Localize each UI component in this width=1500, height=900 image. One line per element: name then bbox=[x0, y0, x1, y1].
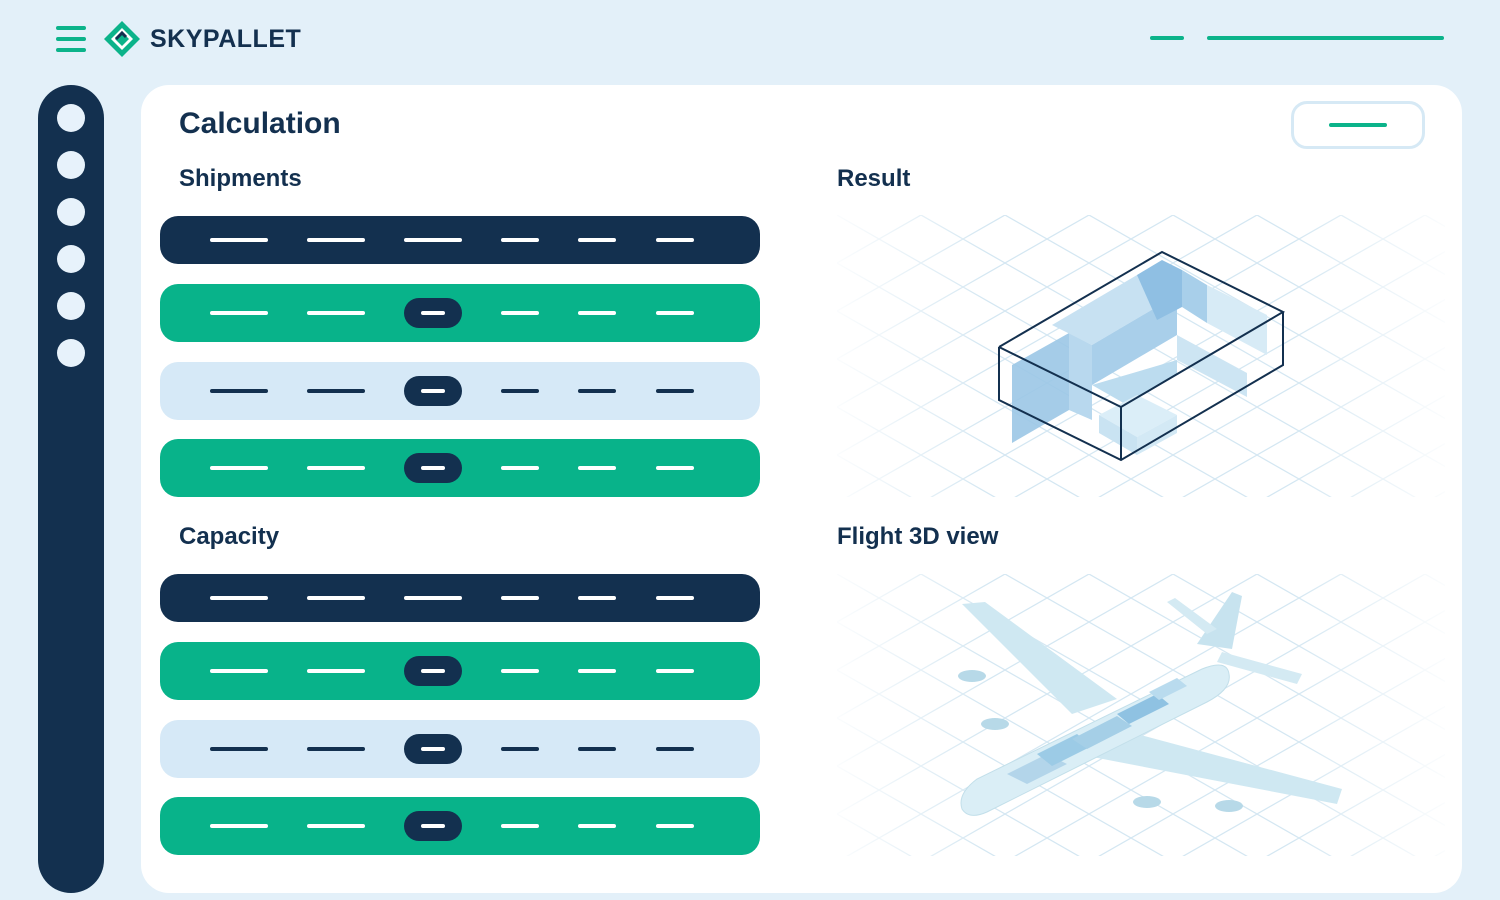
shipments-table-header bbox=[160, 216, 760, 264]
section-capacity-label: Capacity bbox=[179, 523, 280, 550]
page-title: Calculation bbox=[179, 107, 341, 140]
sidebar-item-1[interactable] bbox=[57, 104, 85, 132]
section-result-label: Result bbox=[837, 165, 911, 192]
row-status-pill[interactable] bbox=[404, 453, 462, 483]
top-nav-link-1[interactable] bbox=[1150, 36, 1184, 40]
menu-icon[interactable] bbox=[56, 26, 86, 52]
capacity-table-header bbox=[160, 574, 760, 622]
row-status-pill[interactable] bbox=[404, 734, 462, 764]
action-button[interactable] bbox=[1291, 101, 1425, 149]
main-card: Calculation Shipments Result Capacity Fl… bbox=[141, 85, 1462, 893]
section-shipments-label: Shipments bbox=[179, 165, 302, 192]
row-status-pill[interactable] bbox=[404, 656, 462, 686]
airplane-icon bbox=[958, 592, 1342, 816]
capacity-table-row[interactable] bbox=[160, 642, 760, 700]
sidebar-item-3[interactable] bbox=[57, 198, 85, 226]
result-3d-view[interactable] bbox=[837, 215, 1445, 497]
sidebar bbox=[38, 85, 104, 893]
top-nav-link-2[interactable] bbox=[1207, 36, 1444, 40]
section-flight-3d-view-label: Flight 3D view bbox=[837, 523, 999, 550]
shipments-table-row[interactable] bbox=[160, 284, 760, 342]
shipments-table-row[interactable] bbox=[160, 439, 760, 497]
row-status-pill[interactable] bbox=[404, 376, 462, 406]
cargo-container-icon bbox=[998, 250, 1286, 462]
row-status-pill[interactable] bbox=[404, 811, 462, 841]
capacity-table-row[interactable] bbox=[160, 720, 760, 778]
sidebar-item-4[interactable] bbox=[57, 245, 85, 273]
flight-3d-view[interactable] bbox=[837, 574, 1445, 856]
sidebar-item-2[interactable] bbox=[57, 151, 85, 179]
sidebar-item-5[interactable] bbox=[57, 292, 85, 320]
skypallet-logo-icon bbox=[104, 21, 140, 57]
row-status-pill[interactable] bbox=[404, 298, 462, 328]
brand-name: SKYPALLET bbox=[150, 25, 302, 53]
capacity-table-row[interactable] bbox=[160, 797, 760, 855]
sidebar-item-6[interactable] bbox=[57, 339, 85, 367]
shipments-table-row[interactable] bbox=[160, 362, 760, 420]
